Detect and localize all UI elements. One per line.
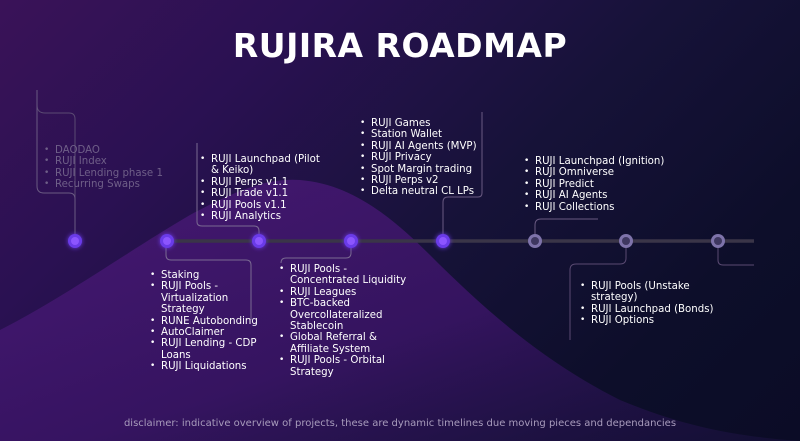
connector-2 (165, 248, 252, 320)
connector-8 (717, 246, 754, 266)
milestone-item: RUJI Lending phase 1 (44, 168, 163, 180)
milestone-item: Station Wallet (360, 129, 520, 141)
milestone-node-core-5 (439, 237, 447, 245)
milestone-item: AutoClaimer (150, 327, 260, 339)
milestone-node-core-1 (71, 237, 79, 245)
milestone-item: RUJI AI Agents (MVP) (360, 141, 520, 153)
page-title: RUJIRA ROADMAP (232, 26, 568, 65)
milestone-node-core-2 (163, 237, 171, 245)
milestone-item: BTC-backed Overcollateralized Stablecoin (279, 298, 419, 332)
milestone-item: Recurring Swaps (44, 179, 163, 191)
milestone-item: Delta neutral CL LPs (360, 186, 520, 198)
milestone-item: RUJI Analytics (200, 211, 320, 223)
milestone-item: RUJI Trade v1.1 (200, 188, 320, 200)
milestone-2-items: Staking RUJI Pools - Virtualization Stra… (150, 270, 260, 373)
milestone-item: RUJI Privacy (360, 152, 520, 164)
milestone-node-core-4 (347, 237, 355, 245)
connector-6 (534, 218, 598, 236)
milestone-item: RUJI Pools - Concentrated Liquidity (279, 264, 419, 287)
milestone-item: RUJI Launchpad (Ignition) (524, 156, 694, 168)
milestone-5-items: RUJI Games Station Wallet RUJI AI Agents… (360, 118, 520, 198)
connector-4 (280, 248, 352, 264)
milestone-item: RUJI Omniverse (524, 167, 694, 179)
milestone-item: RUJI Launchpad (Pilot & Keiko) (200, 154, 320, 177)
milestone-item: RUJI Pools - Orbital Strategy (279, 355, 419, 378)
milestone-item: RUJI Pools v1.1 (200, 200, 320, 212)
milestone-item: RUJI Perps v2 (360, 175, 520, 187)
milestone-4-items: RUJI Pools - Concentrated Liquidity RUJI… (279, 264, 419, 378)
milestone-item: RUJI Games (360, 118, 520, 130)
milestone-item: RUJI Liquidations (150, 361, 260, 373)
milestone-item: DAODAO (44, 145, 163, 157)
milestone-item: RUNE Autobonding (150, 316, 260, 328)
connector-1b (36, 90, 76, 234)
milestone-item: RUJI AI Agents (524, 190, 694, 202)
milestone-item: RUJI Index (44, 156, 163, 168)
milestone-item: RUJI Predict (524, 179, 694, 191)
milestone-item: RUJI Pools - Virtualization Strategy (150, 281, 260, 315)
milestone-item: RUJI Pools (Unstake strategy) (580, 281, 730, 304)
milestone-item: RUJI Launchpad (Bonds) (580, 304, 730, 316)
milestone-node-core-7 (622, 237, 630, 245)
milestone-item: RUJI Lending - CDP Loans (150, 338, 260, 361)
milestone-item: RUJI Perps v1.1 (200, 177, 320, 189)
milestone-node-core-6 (531, 237, 539, 245)
milestone-6-items: RUJI Launchpad (Ignition) RUJI Omniverse… (524, 156, 694, 213)
connector-3 (196, 143, 260, 236)
milestone-node-core-3 (255, 237, 263, 245)
milestone-7-items: RUJI Pools (Unstake strategy) RUJI Launc… (580, 281, 730, 327)
milestone-item: RUJI Collections (524, 202, 694, 214)
milestone-1-items: DAODAO RUJI Index RUJI Lending phase 1 R… (44, 145, 163, 191)
milestone-item: Staking (150, 270, 260, 282)
connector-7 (569, 246, 627, 340)
milestone-item: RUJI Leagues (279, 287, 419, 299)
milestone-item: Global Referral & Affiliate System (279, 332, 419, 355)
milestone-item: Spot Margin trading (360, 164, 520, 176)
milestone-item: RUJI Options (580, 315, 730, 327)
milestone-3-items: RUJI Launchpad (Pilot & Keiko) RUJI Perp… (200, 154, 320, 223)
milestone-node-core-8 (714, 237, 722, 245)
disclaimer-text: disclaimer: indicative overview of proje… (123, 418, 677, 429)
